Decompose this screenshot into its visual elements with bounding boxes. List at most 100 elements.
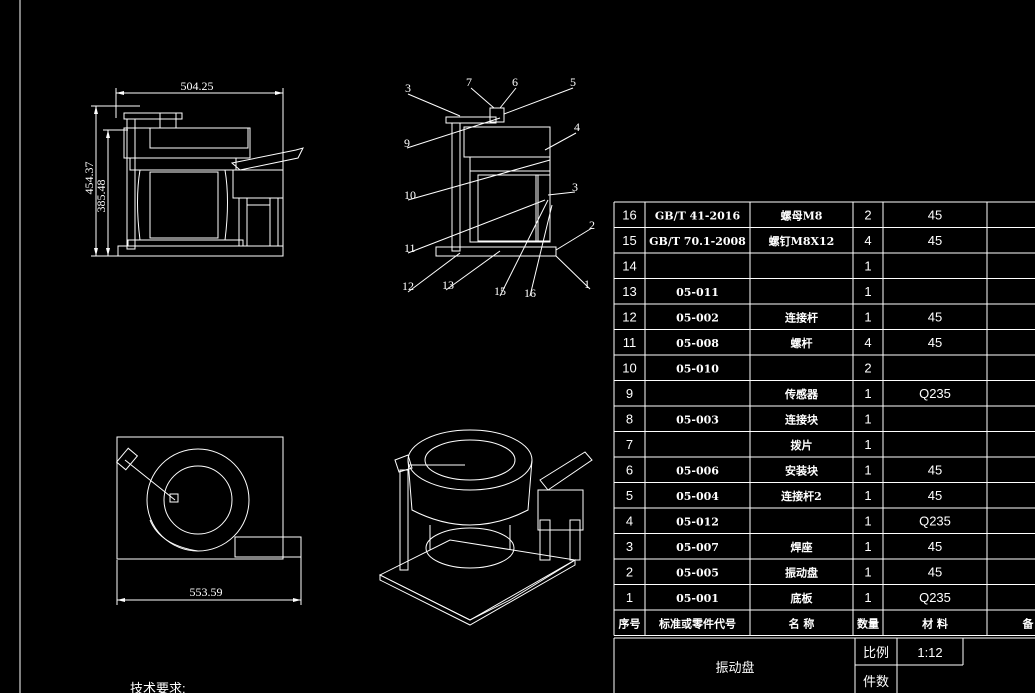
callout-1: 1 [584,277,590,291]
callout-9: 9 [404,136,410,150]
bom-cell-qty: 2 [864,207,871,222]
callout-2: 2 [589,218,595,232]
bom-cell-code: 05-005 [676,566,719,579]
bom-cell-mat: 45 [928,564,942,579]
bom-cell-qty: 4 [864,335,871,350]
dim-front-height-total: 454.37 [82,162,96,195]
bom-cell-code: 05-007 [676,541,719,554]
bom-cell-qty: 1 [864,513,871,528]
bom-cell-no: 4 [626,513,633,528]
bom-cell-no: 2 [626,564,633,579]
dim-front-height-inner: 385.48 [94,180,108,213]
callout-10: 10 [404,188,416,202]
bom-cell-name: 焊座 [791,540,813,554]
count-label: 件数 [863,674,889,689]
callout-13: 13 [442,278,454,292]
title-block: 振动盘 比例 1:12 件数 [613,637,1035,693]
bom-header-code: 标准或零件代号 [658,616,736,630]
bom-header-name: 名 称 [789,616,815,630]
bom-cell-mat: 45 [928,462,942,477]
bom-cell-mat: Q235 [919,386,951,401]
bom-cell-no: 5 [626,488,633,503]
isometric-view [378,429,593,626]
bom-cell-name: 连接杆 [785,310,818,324]
bom-cell-qty: 1 [864,462,871,477]
technical-notes-heading: 技术要求: [130,681,186,693]
bom-cell-mat: 45 [928,309,942,324]
bom-cell-no: 10 [622,360,636,375]
callout-11: 11 [404,241,416,255]
bom-cell-mat: Q235 [919,590,951,605]
bom-cell-mat: 45 [928,335,942,350]
bom-cell-qty: 4 [864,233,871,248]
bom-cell-name: 安装块 [785,463,819,477]
bom-cell-no: 16 [622,207,636,222]
bom-cell-name: 连接块 [785,412,819,426]
bom-cell-no: 7 [626,437,633,452]
bom-cell-mat: 45 [928,539,942,554]
callout-16: 16 [524,286,536,300]
bom-cell-code: GB/T 41-2016 [655,209,741,222]
bom-cell-no: 3 [626,539,633,554]
bom-cell-code: 05-012 [676,515,719,528]
callout-7: 7 [466,75,472,89]
callout-5: 5 [570,75,576,89]
bom-cell-name: 拨片 [791,438,813,452]
bom-cell-no: 12 [622,309,636,324]
bom-cell-mat: 45 [928,207,942,222]
bom-cell-qty: 1 [864,284,871,299]
bom-cell-no: 15 [622,233,636,248]
bom-cell-no: 8 [626,411,633,426]
bom-cell-code: 05-010 [676,362,719,375]
bom-cell-qty: 1 [864,386,871,401]
bom-cell-mat: Q235 [919,513,951,528]
bom-cell-mat: 45 [928,233,942,248]
bom-cell-qty: 1 [864,258,871,273]
bom-cell-name: 传感器 [784,387,819,401]
side-view: 3 7 6 5 9 4 10 3 11 2 12 13 15 16 1 [402,75,595,300]
callout-3b: 3 [572,180,578,194]
bom-cell-no: 11 [623,335,637,350]
bom-cell-no: 1 [626,590,633,605]
callout-15: 15 [494,284,506,298]
bom-header-no: 序号 [619,616,641,630]
dim-front-width: 504.25 [181,79,214,93]
bom-cell-code: 05-008 [676,337,719,350]
scale-value: 1:12 [917,645,942,660]
bom-cell-code: 05-003 [676,413,719,426]
bom-header-note: 备 [1022,616,1035,630]
callout-3a: 3 [405,81,411,95]
bom-cell-no: 6 [626,462,633,477]
bom-header-qty: 数量 [857,616,879,630]
bom-header-mat: 材 料 [922,616,948,630]
bom-cell-no: 9 [626,386,633,401]
bom-cell-name: 螺杆 [791,336,813,350]
bom-cell-qty: 1 [864,488,871,503]
callout-4: 4 [574,120,580,134]
dim-top-width: 553.59 [190,585,223,599]
bom-cell-name: 螺母M8 [781,208,823,222]
bom-cell-no: 13 [622,284,636,299]
bom-cell-code: 05-006 [676,464,719,477]
bom-cell-name: 螺钉M8X12 [769,234,835,248]
bom-cell-qty: 2 [864,360,871,375]
bom-cell-qty: 1 [864,437,871,452]
bom-cell-qty: 1 [864,564,871,579]
drawing-title: 振动盘 [715,660,754,675]
bom-cell-mat: 45 [928,488,942,503]
bom-cell-code: 05-001 [676,592,719,605]
top-view: 553.59 [115,436,302,605]
bom-cell-qty: 1 [864,411,871,426]
scale-label: 比例 [863,645,889,660]
bom-cell-name: 振动盘 [785,565,818,579]
bom-cell-qty: 1 [864,590,871,605]
bom-cell-name: 底板 [791,591,814,605]
bom-cell-code: 05-011 [676,286,719,299]
bom-cell-name: 连接杆2 [781,489,822,503]
callout-6: 6 [512,75,518,89]
bom-cell-code: 05-004 [676,490,719,503]
bom-cell-code: 05-002 [676,311,719,324]
callout-12: 12 [402,279,414,293]
bom-cell-qty: 1 [864,309,871,324]
